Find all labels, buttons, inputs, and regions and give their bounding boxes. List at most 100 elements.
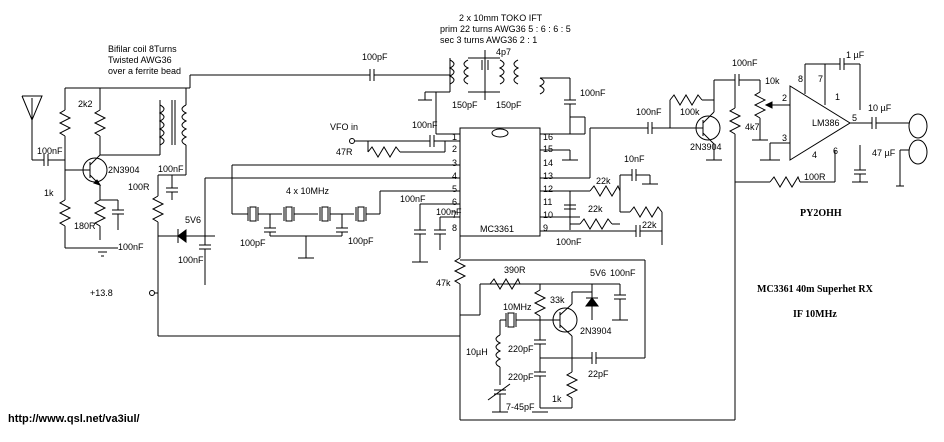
label-c-100nf-in: 100nF xyxy=(37,146,63,156)
pin-ic1-11: 11 xyxy=(543,197,552,207)
pin-ic1-4: 4 xyxy=(452,171,457,181)
label-dz-5v6: 5V6 xyxy=(185,215,201,225)
pin-ic1-13: 13 xyxy=(543,171,553,181)
transistor-q3 xyxy=(545,303,578,337)
label-r-1k-osc: 1k xyxy=(552,394,562,404)
annotation-bifilar-2: Twisted AWG36 xyxy=(108,55,172,65)
label-c-100pf-top: 100pF xyxy=(362,52,388,62)
pin-ic1-1: 1 xyxy=(452,132,457,142)
transistor-q2 xyxy=(695,111,721,145)
pin-ic2-2: 2 xyxy=(782,93,787,103)
source-url: http://www.qsl.net/va3iul/ xyxy=(8,413,140,425)
title-name: MC3361 40m Superhet RX xyxy=(757,284,874,295)
label-r-47r: 47R xyxy=(336,147,353,157)
antenna-symbol xyxy=(21,95,44,161)
label-c-220pf-a: 220pF xyxy=(508,344,534,354)
label-c-150pf-a: 150pF xyxy=(452,100,478,110)
pin-ic1-10: 10 xyxy=(543,210,553,220)
label-vfo-in: VFO in xyxy=(330,122,358,132)
crystal-filter xyxy=(232,206,380,222)
label-c-150pf-b: 150pF xyxy=(496,100,522,110)
pin-ic1-16: 16 xyxy=(543,132,553,142)
label-dz-5v6-osc: 5V6 xyxy=(590,268,606,278)
label-c-10nf: 10nF xyxy=(624,154,645,164)
label-c-220pf-b: 220pF xyxy=(508,372,534,382)
pin-ic2-7: 7 xyxy=(818,74,823,84)
label-r-390r: 390R xyxy=(504,265,526,275)
annotation-ift-2: prim 22 turns AWG36 5 : 6 : 6 : 5 xyxy=(440,24,571,34)
label-c-100nf-q2: 100nF xyxy=(636,107,662,117)
annotation-ift-1: 2 x 10mm TOKO IFT xyxy=(459,13,543,23)
label-r-180r: 180R xyxy=(74,221,96,231)
label-supply: +13.8 xyxy=(90,288,113,298)
label-q3: 2N3904 xyxy=(580,326,612,336)
label-ic2: LM386 xyxy=(812,118,840,128)
label-q1: 2N3904 xyxy=(108,165,140,175)
label-r-22k-c: 22k xyxy=(642,220,657,230)
label-r-22k-b: 22k xyxy=(588,204,603,214)
label-r-47k: 47k xyxy=(436,278,451,288)
label-c-100nf-p9: 100nF xyxy=(556,237,582,247)
label-c-100nf-e: 100nF xyxy=(118,242,144,252)
label-c-100nf-z: 100nF xyxy=(178,255,204,265)
ic-lm386 xyxy=(789,85,851,161)
label-c-100nf-p7: 100nF xyxy=(436,207,462,217)
title-if: IF 10MHz xyxy=(793,309,837,320)
pin-ic1-5: 5 xyxy=(452,184,457,194)
pin-ic2-4: 4 xyxy=(812,150,817,160)
label-c-100nf-out: 100nF xyxy=(580,88,606,98)
label-r-100r: 100R xyxy=(128,182,150,192)
annotation-bifilar-1: Bifilar coil 8Turns xyxy=(108,44,177,54)
bifilar-transformer xyxy=(100,88,188,175)
label-c-22pf: 22pF xyxy=(588,369,609,379)
headphone-jack xyxy=(908,113,928,165)
pin-ic1-9: 9 xyxy=(543,223,548,233)
label-c-10uf: 10 µF xyxy=(868,103,892,113)
label-ic1: MC3361 xyxy=(480,224,514,234)
label-c-100pf-x1: 100pF xyxy=(240,238,266,248)
pin-ic2-3: 3 xyxy=(782,133,787,143)
label-r-2k2: 2k2 xyxy=(78,99,93,109)
zener-5v6 xyxy=(177,229,187,243)
label-r-100r-lm: 100R xyxy=(804,172,826,182)
label-c-100nf-p6: 100nF xyxy=(400,194,426,204)
zener-5v6-osc xyxy=(585,284,599,320)
label-c-100nf-lm: 100nF xyxy=(732,58,758,68)
pin-ic1-15: 15 xyxy=(543,144,553,154)
label-r-4k7: 4k7 xyxy=(745,122,760,132)
pin-ic2-5: 5 xyxy=(852,113,857,123)
pin-ic1-12: 12 xyxy=(543,184,553,194)
trimmer-capacitor xyxy=(487,383,511,401)
label-c-100pf-x2: 100pF xyxy=(348,236,374,246)
pin-ic2-8: 8 xyxy=(798,74,803,84)
label-c-4p7: 4p7 xyxy=(496,47,511,57)
pin-ic1-6: 6 xyxy=(452,197,457,207)
transistor-q1 xyxy=(65,154,108,186)
ic-mc3361 xyxy=(459,127,541,237)
pin-ic1-2: 2 xyxy=(452,144,457,154)
pin-ic1-8: 8 xyxy=(452,223,457,233)
pin-ic1-14: 14 xyxy=(543,158,553,168)
input-capacitor xyxy=(43,154,65,166)
label-r-10k: 10k xyxy=(765,76,780,86)
annotation-bifilar-3: over a ferrite bead xyxy=(108,66,181,76)
label-crystals: 4 x 10MHz xyxy=(286,186,330,196)
label-c-100nf-b: 100nF xyxy=(158,164,184,174)
label-c-100nf-vfo: 100nF xyxy=(412,120,438,130)
pin-ic2-6: 6 xyxy=(833,146,838,156)
label-r-1k: 1k xyxy=(44,188,54,198)
label-c-1uf: 1 µF xyxy=(846,50,865,60)
label-x-10mhz: 10MHz xyxy=(503,302,532,312)
label-l-10uh: 10µH xyxy=(466,347,488,357)
pin-ic1-3: 3 xyxy=(452,158,457,168)
label-r-33k: 33k xyxy=(550,295,565,305)
pin-ic2-1: 1 xyxy=(835,92,840,102)
title-callsign: PY2OHH xyxy=(800,208,842,219)
label-q2: 2N3904 xyxy=(690,142,722,152)
annotation-ift-3: sec 3 turns AWG36 2 : 1 xyxy=(440,35,537,45)
label-vc-7-45: 7-45pF xyxy=(506,402,535,412)
label-r-22k-a: 22k xyxy=(596,176,611,186)
pin-ic1-7: 7 xyxy=(452,210,457,220)
